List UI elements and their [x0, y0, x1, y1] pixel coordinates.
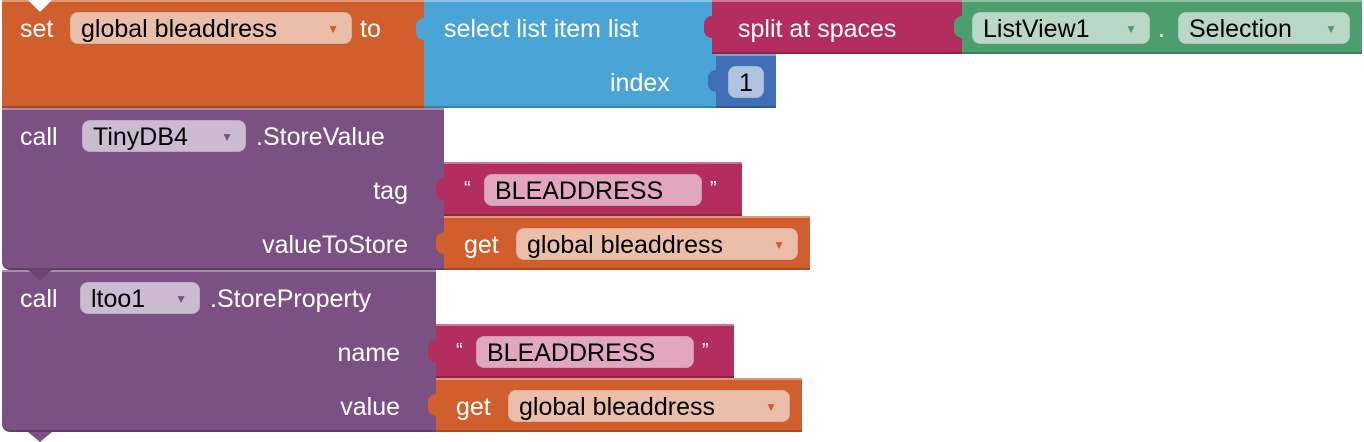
get-variable-dropdown[interactable]: global bleaddress ▼ — [516, 228, 798, 260]
name-text-field[interactable]: BLEADDRESS — [476, 336, 694, 368]
variable-dropdown[interactable]: global bleaddress ▼ — [70, 12, 352, 44]
input-plug — [428, 394, 436, 416]
input-plug — [708, 70, 716, 92]
block-notch — [28, 270, 52, 280]
input-plug — [436, 178, 444, 200]
component-name: TinyDB4 — [93, 123, 188, 151]
input-plug — [428, 340, 436, 362]
dropdown-arrow-icon: ▼ — [221, 130, 233, 144]
block-notch — [28, 432, 52, 442]
component-dropdown[interactable]: ListView1 ▼ — [972, 12, 1150, 44]
text-block-tag[interactable]: “ BLEADDRESS ” — [436, 162, 742, 216]
component-property-block[interactable]: ListView1 ▼ . Selection ▼ — [954, 0, 1362, 54]
variable-name: global bleaddress — [81, 15, 277, 43]
number-block[interactable]: 1 — [708, 54, 776, 108]
input-plug — [436, 232, 444, 254]
get-variable-block[interactable]: get global bleaddress ▼ — [428, 378, 802, 432]
value-label: value — [340, 393, 400, 421]
tag-label: tag — [373, 177, 408, 205]
get-label: get — [456, 393, 491, 421]
to-label: to — [360, 15, 381, 43]
get-variable-block[interactable]: get global bleaddress ▼ — [436, 216, 810, 270]
input-plug — [954, 16, 962, 38]
tag-text-field[interactable]: BLEADDRESS — [484, 174, 702, 206]
component-name: ltoo1 — [91, 285, 146, 313]
dropdown-arrow-icon: ▼ — [773, 238, 785, 252]
method-label: .StoreProperty — [210, 285, 372, 313]
index-label: index — [610, 69, 670, 97]
get-label: get — [464, 231, 499, 259]
quote-close: ” — [710, 178, 717, 200]
set-label: set — [20, 15, 54, 43]
quote-open: “ — [464, 178, 471, 200]
input-plug — [416, 18, 424, 40]
dropdown-arrow-icon: ▼ — [327, 22, 339, 36]
component-name: ListView1 — [983, 15, 1090, 43]
select-list-item-block[interactable]: select list item list index — [416, 0, 720, 108]
tinydb-component-dropdown[interactable]: TinyDB4 ▼ — [82, 120, 246, 152]
call-label: call — [20, 285, 58, 313]
set-variable-block[interactable]: set global bleaddress ▼ to — [2, 0, 426, 108]
select-list-item-label: select list item list — [444, 15, 639, 43]
dot-label: . — [1158, 15, 1165, 43]
variable-name: global bleaddress — [527, 231, 723, 259]
dropdown-arrow-icon: ▼ — [765, 400, 777, 414]
get-variable-dropdown[interactable]: global bleaddress ▼ — [508, 390, 790, 422]
name-label: name — [337, 339, 400, 367]
split-label: split at spaces — [738, 15, 897, 43]
dropdown-arrow-icon: ▼ — [1125, 22, 1137, 36]
dropdown-arrow-icon: ▼ — [1325, 22, 1337, 36]
property-dropdown[interactable]: Selection ▼ — [1178, 12, 1350, 44]
variable-name: global bleaddress — [519, 393, 715, 421]
property-name: Selection — [1189, 15, 1292, 43]
input-plug — [704, 16, 712, 38]
text-block-name[interactable]: “ BLEADDRESS ” — [428, 324, 734, 378]
call-label: call — [20, 123, 58, 151]
tinydb-storevalue-block[interactable]: call TinyDB4 ▼ .StoreValue tag valueToSto… — [2, 108, 444, 270]
dropdown-arrow-icon: ▼ — [175, 292, 187, 306]
block-notch — [28, 0, 52, 12]
number-field[interactable]: 1 — [728, 66, 764, 98]
method-label: .StoreValue — [256, 123, 385, 151]
ltoo-component-dropdown[interactable]: ltoo1 ▼ — [80, 282, 200, 314]
ltoo-storeproperty-block[interactable]: call ltoo1 ▼ .StoreProperty name value — [2, 270, 436, 442]
split-at-spaces-block[interactable]: split at spaces — [704, 0, 964, 54]
value-to-store-label: valueToStore — [262, 231, 408, 259]
quote-open: “ — [456, 340, 463, 362]
quote-close: ” — [702, 340, 709, 362]
